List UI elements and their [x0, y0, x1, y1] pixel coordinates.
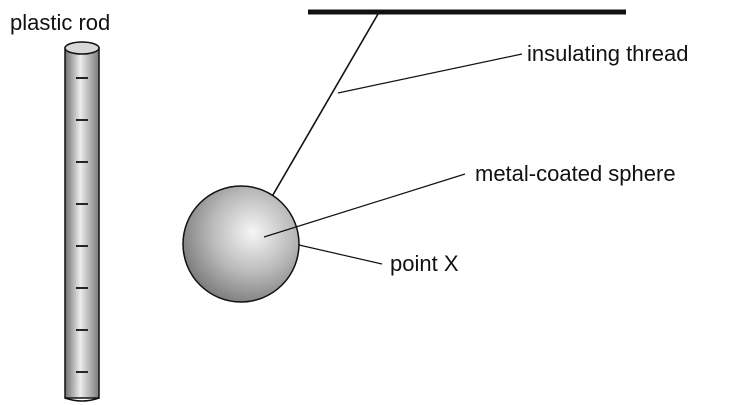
insulating-thread: [269, 13, 379, 201]
sphere-leader-line: [263, 173, 466, 238]
point-x-label: point X: [390, 251, 459, 276]
insulating-thread-label: insulating thread: [527, 41, 688, 66]
plastic-rod: [64, 41, 100, 402]
metal-coated-sphere: [182, 185, 300, 303]
thread-leader-line: [337, 53, 523, 94]
charge-marks: [76, 77, 88, 373]
point-x-leader-line: [298, 244, 383, 265]
plastic-rod-label: plastic rod: [10, 10, 110, 35]
metal-sphere-label: metal-coated sphere: [475, 161, 676, 186]
